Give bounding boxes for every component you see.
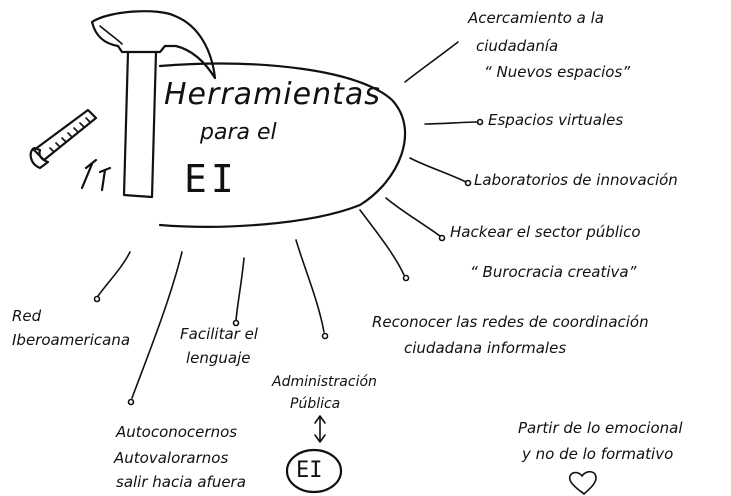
branch-facilitar-line1: Facilitar el (180, 325, 258, 343)
saw-icon (29, 108, 98, 170)
note-line2: y no de lo formativo (522, 445, 674, 463)
ei-circle (285, 448, 343, 494)
branch-acercamiento-line1: Acercamiento a la (468, 9, 605, 27)
branch-red-line1: Red (12, 307, 42, 325)
hammer-icon (90, 10, 217, 199)
center-title-ei: EI (184, 157, 238, 201)
branch-acercamiento-line3: “ Nuevos espacios” (484, 63, 631, 81)
branch-red-line2: Iberoamericana (12, 331, 131, 349)
branch-autoconocernos-line2: Autovalorarnos (114, 449, 229, 467)
ei-circle-label: EI (296, 458, 323, 483)
branch-reconocer-line2: ciudadana informales (404, 339, 567, 357)
branch-laboratorios: Laboratorios de innovación (474, 171, 678, 189)
heart-icon (568, 470, 597, 495)
branch-facilitar-line2: lenguaje (186, 349, 251, 367)
branch-hackear-line1: Hackear el sector público (450, 223, 641, 241)
branch-hackear-line2: “ Burocracia creativa” (470, 263, 637, 281)
branch-acercamiento-line2: ciudadanía (476, 37, 559, 55)
branch-reconocer-line1: Reconocer las redes de coordinación (372, 313, 649, 331)
branch-administracion-line2: Pública (290, 396, 341, 412)
connectors (93, 41, 484, 443)
center-title-line2: para el (200, 120, 277, 145)
branch-administracion-line1: Administración (272, 374, 377, 390)
branch-autoconocernos-line3: salir hacia afuera (116, 473, 246, 491)
center-outline (158, 62, 407, 228)
nails-icon (80, 158, 112, 192)
note-line1: Partir de lo emocional (518, 419, 683, 437)
branch-autoconocernos-line1: Autoconocernos (116, 423, 238, 441)
center-title-line1: Herramientas (164, 77, 381, 112)
branch-espacios-virtuales: Espacios virtuales (488, 111, 624, 129)
